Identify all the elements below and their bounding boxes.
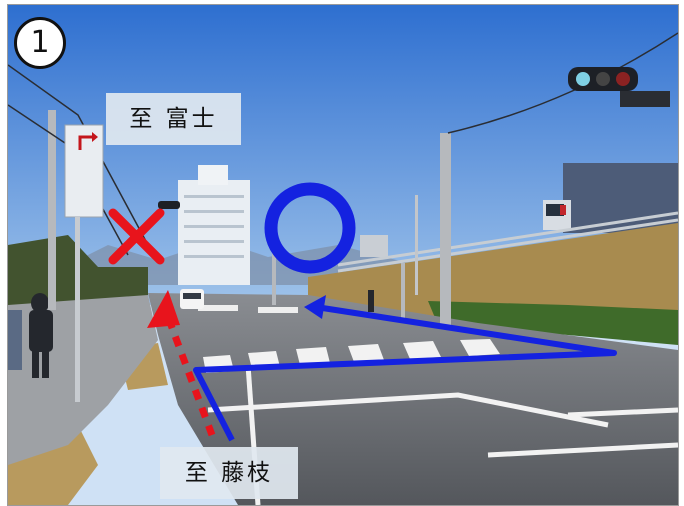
distant-building (360, 235, 388, 257)
guard-rail (337, 211, 678, 273)
utility-poles (48, 110, 451, 325)
street-scene (8, 5, 678, 505)
pedestrians (8, 290, 374, 378)
embankment (308, 223, 678, 330)
direction-sign (64, 124, 104, 402)
hotel-building (178, 165, 250, 285)
photo-number-badge: 1 (14, 17, 66, 69)
label-to-fujieda: 至 藤枝 (160, 447, 298, 499)
traffic-signal (568, 67, 670, 107)
label-to-fuji: 至 富士 (106, 93, 241, 145)
blue-arrowhead (304, 295, 326, 319)
road-markings (207, 364, 678, 505)
blocked-x-mark (108, 208, 165, 265)
ok-circle-mark (264, 182, 356, 274)
small-signal (158, 201, 180, 209)
red-walk-arrow (147, 290, 216, 437)
photo-frame: 至 富士 至 藤枝 1 (7, 4, 679, 506)
blue-route-arrow (193, 304, 617, 442)
white-car (180, 289, 204, 309)
street-lamp (415, 195, 418, 295)
